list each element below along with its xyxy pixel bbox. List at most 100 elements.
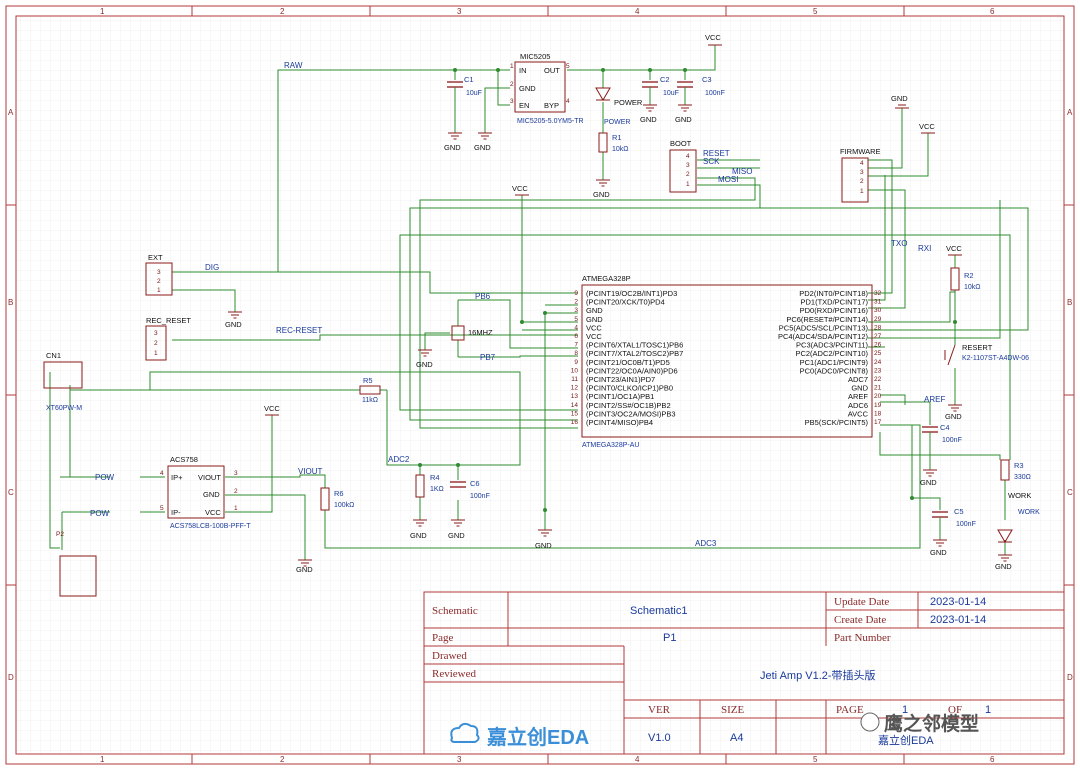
regulator-pin: IN: [519, 66, 527, 75]
reset-switch-ref: RESERT: [962, 343, 993, 352]
rec-reset-pin: 1: [154, 350, 158, 357]
reset-switch-symbol: [944, 344, 956, 366]
tb-page-of-label: PAGE: [836, 704, 864, 716]
acs-pin: GND: [203, 490, 220, 499]
row-label: A: [8, 108, 14, 117]
r3-ref: R3: [1014, 461, 1024, 470]
tb-page-label: Page: [432, 632, 454, 644]
regulator-body: [514, 61, 566, 113]
mcu-pin-name: GND: [586, 315, 603, 324]
boot-connector: [669, 149, 697, 193]
mcu-pin-name: (PCINT7/XTAL2/TOSC2)PB7: [586, 349, 683, 358]
firmware-pin: 1: [860, 188, 864, 195]
work-led-ref: WORK: [1008, 491, 1031, 500]
regulator-pin-num: 3: [510, 98, 514, 105]
mcu-pin-num: 18: [874, 410, 882, 417]
tb-footer-brand: 嘉立创EDA: [878, 733, 934, 747]
crystal-body: [451, 325, 465, 341]
gnd-label: GND: [640, 115, 657, 124]
firmware-pin: 2: [860, 178, 864, 185]
r6-body: [320, 487, 330, 511]
mcu-pin-num: 19: [874, 402, 882, 409]
r2-value: 10kΩ: [964, 284, 981, 291]
row-label: C: [1067, 488, 1073, 497]
acs-pin: IP-: [171, 508, 181, 517]
vcc-label: VCC: [919, 122, 935, 131]
power-led-label: POWER: [604, 119, 630, 126]
gnd-label: GND: [995, 562, 1012, 571]
r6-ref: R6: [334, 489, 344, 498]
title-block: Schematic Schematic1 Page P1 Drawed Revi…: [423, 591, 1065, 755]
col-label: 6: [990, 7, 995, 16]
mcu-pin-num: 30: [874, 307, 882, 314]
row-label: B: [8, 298, 13, 307]
mcu-pin-num: 7: [574, 342, 578, 349]
c1-ref: C1: [464, 75, 474, 84]
mcu-pin-num: 26: [874, 342, 882, 349]
net-label-mosi: MOSI: [718, 175, 738, 184]
gnd-label: GND: [410, 531, 427, 540]
net-label-raw: RAW: [284, 61, 303, 70]
r1-ref: R1: [612, 133, 622, 142]
c5-value: 100nF: [956, 521, 976, 528]
mcu-pin-name: (PCINT19/OC2B/INT1)PD3: [586, 289, 677, 298]
tb-create-label: Create Date: [834, 614, 886, 626]
mcu-pin-name: (PCINT23/AIN1)PD7: [586, 375, 655, 384]
mcu-pin-name: (PCINT2/SS#/OC1B)PB2: [586, 401, 671, 410]
col-label: 1: [100, 7, 105, 16]
power-led-ref: POWER: [614, 98, 643, 107]
regulator-pin: BYP: [544, 101, 559, 110]
regulator-pin-num: 1: [510, 63, 514, 70]
acs-pin-num: 3: [234, 470, 238, 477]
col-label: 5: [813, 7, 818, 16]
mcu-ref: ATMEGA328P: [582, 274, 631, 283]
led-symbols: [595, 87, 1013, 543]
mcu-pin-name: GND: [586, 306, 603, 315]
mcu-pin-num: 13: [571, 393, 579, 400]
gnd-label: GND: [945, 412, 962, 421]
cn1-part: XT60PW-M: [46, 405, 82, 412]
mcu-pin-num: 3: [574, 307, 578, 314]
cn1-connector: [43, 361, 83, 389]
mcu-pin-name: (PCINT22/OC0A/AIN0)PD6: [586, 366, 678, 375]
tb-schematic-label: Schematic: [432, 605, 478, 617]
tb-update-date: 2023-01-14: [930, 596, 986, 608]
c4-ref: C4: [940, 423, 950, 432]
tb-page-value: P1: [663, 632, 676, 644]
mcu-pin-name: (PCINT1/OC1A)PB1: [586, 392, 654, 401]
mcu-pin-num: 14: [571, 402, 579, 409]
gnd-label: GND: [675, 115, 692, 124]
acs-pin-num: 2: [234, 488, 238, 495]
r5-ref: R5: [363, 376, 373, 385]
mcu-pin-num: 23: [874, 367, 882, 374]
mcu-pin-name: (PCINT4/MISO)PB4: [586, 418, 653, 427]
gnd-label: GND: [891, 94, 908, 103]
mcu-pin-name: (PCINT3/OC2A/MOSI)PB3: [586, 409, 676, 418]
junctions: [418, 68, 957, 512]
col-label: 2: [280, 755, 285, 764]
net-label-adc2: ADC2: [388, 455, 410, 464]
row-label: A: [1067, 108, 1073, 117]
rec-reset-pin: 3: [154, 330, 158, 337]
r3-value: 330Ω: [1014, 474, 1031, 481]
firmware-pin: 3: [860, 169, 864, 176]
acs-pin: VIOUT: [198, 473, 221, 482]
net-label-pb6: PB6: [475, 292, 491, 301]
mcu-pin-num: 10: [571, 367, 579, 374]
c3-ref: C3: [702, 75, 712, 84]
gnd-label: GND: [535, 541, 552, 550]
watermark: 鹰之邻模型: [860, 712, 979, 735]
net-label-adc3: ADC3: [695, 539, 717, 548]
crystal-value: 16MHZ: [468, 328, 493, 337]
mcu-body: [581, 284, 873, 438]
tb-create-date: 2023-01-14: [930, 614, 986, 626]
vcc-label: VCC: [946, 244, 962, 253]
gnd-label: GND: [448, 531, 465, 540]
mcu-pin-num: 16: [571, 419, 579, 426]
col-label: 6: [990, 755, 995, 764]
mcu-pin-num: 11: [571, 376, 578, 383]
boot-pin: 1: [686, 181, 690, 188]
rec-reset-connector: [145, 325, 167, 361]
